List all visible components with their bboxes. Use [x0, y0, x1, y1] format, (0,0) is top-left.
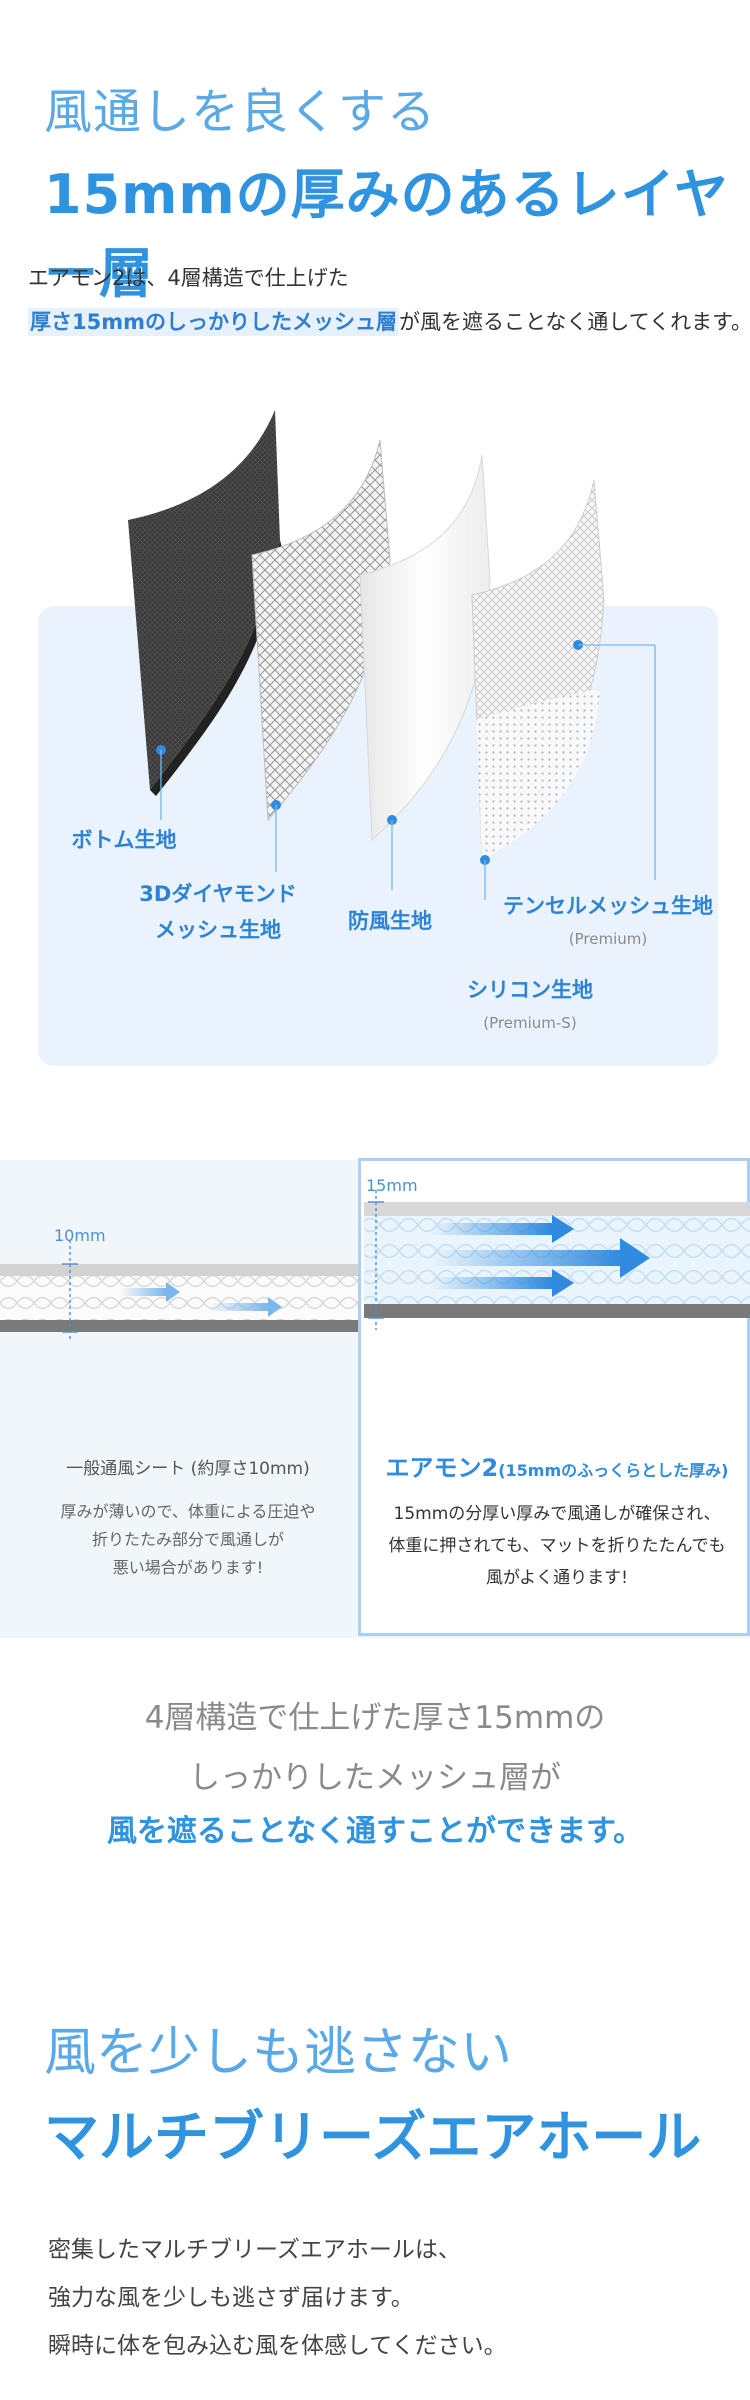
section2-body-line2: 強力な風を少しも逃さず届けます。	[48, 2285, 414, 2311]
right-title-sub: (15mmのふっくらとした厚み)	[498, 1461, 729, 1480]
thin-sheet-top	[0, 1264, 358, 1276]
label-tencel: テンセルメッシュ生地	[503, 894, 713, 918]
section1-intro-line2: 厚さ15mmのしっかりしたメッシュ層が風を遮ることなく通してくれます。	[28, 306, 750, 336]
label-diamond-line1: 3Dダイヤモンド	[139, 882, 297, 906]
silicone-dot-layer	[476, 690, 600, 860]
right-desc-line1: 15mmの分厚い厚みで風通しが確保され、	[393, 1504, 721, 1524]
left-desc-line1: 厚みが薄いので、体重による圧迫や	[60, 1502, 316, 1521]
label-silicone-sub: (Premium-S)	[483, 1014, 577, 1032]
right-title-main: エアモン2	[385, 1454, 499, 1482]
thin-sheet-mesh	[0, 1276, 358, 1320]
section1-heading-bold: 15mmの厚みのあるレイヤー層	[44, 163, 730, 305]
section2-heading-light: 風を少しも逃さない	[44, 2023, 513, 2083]
thick-sheet-top	[364, 1202, 750, 1216]
section1-heading-light: 風通しを良くする	[44, 84, 437, 140]
label-silicone: シリコン生地	[467, 978, 593, 1002]
label-diamond-line2: メッシュ生地	[155, 918, 281, 942]
right-comparison-title: エアモン2(15mmのふっくらとした厚み)	[372, 1448, 742, 1483]
comparison-illustration	[0, 1190, 750, 1342]
bottom-fabric-layer	[128, 410, 280, 790]
label-windproof: 防風生地	[348, 909, 432, 933]
thin-sheet-bottom	[0, 1320, 358, 1332]
right-desc-line3: 風がよく通ります!	[486, 1568, 628, 1588]
intro-rest: が風を遮ることなく通してくれます。	[399, 310, 750, 334]
windproof-layer	[359, 454, 491, 842]
intro-highlight: 厚さ15mmのしっかりしたメッシュ層	[28, 308, 399, 336]
summary-line1: 4層構造で仕上げた厚さ15mmの	[144, 1700, 606, 1736]
section1-intro-line1: エアモン2は、4層構造で仕上げた	[28, 266, 349, 290]
layer-illustration	[128, 410, 656, 900]
label-bottom-fabric: ボトム生地	[71, 828, 177, 852]
left-desc-line2: 折りたたみ部分で風通しが	[91, 1530, 284, 1549]
left-desc-line3: 悪い場合があります!	[112, 1558, 264, 1577]
left-comparison-desc: 厚みが薄いので、体重による圧迫や 折りたたみ部分で風通しが 悪い場合があります!	[38, 1498, 338, 1582]
summary-line3: 風を遮ることなく通すことができます。	[106, 1814, 644, 1849]
airflow-arrow-bottom	[432, 1277, 552, 1289]
section2-body-line3: 瞬時に体を包み込む風を体感してください。	[48, 2333, 507, 2359]
airflow-arrow-middle	[432, 1250, 622, 1266]
section2-heading-bold: マルチブリーズエアホール	[44, 2105, 702, 2169]
thick-sheet-bottom	[364, 1304, 750, 1318]
airflow-arrow-top	[432, 1223, 552, 1235]
right-thickness-label: 15mm	[366, 1176, 418, 1195]
section2-body: 密集したマルチブリーズエアホールは、 強力な風を少しも逃さず届けます。 瞬時に体…	[48, 2226, 507, 2370]
right-desc-line2: 体重に押されても、マットを折りたたんでも	[388, 1536, 726, 1556]
label-tencel-sub: (Premium)	[568, 930, 648, 948]
section2-body-line1: 密集したマルチブリーズエアホールは、	[48, 2237, 461, 2263]
left-thickness-label: 10mm	[54, 1226, 106, 1245]
summary-line2: しっかりしたメッシュ層が	[189, 1760, 561, 1796]
left-comparison-title: 一般通風シート (約厚さ10mm)	[66, 1459, 310, 1479]
right-comparison-desc: 15mmの分厚い厚みで風通しが確保され、 体重に押されても、マットを折りたたんで…	[372, 1498, 742, 1594]
